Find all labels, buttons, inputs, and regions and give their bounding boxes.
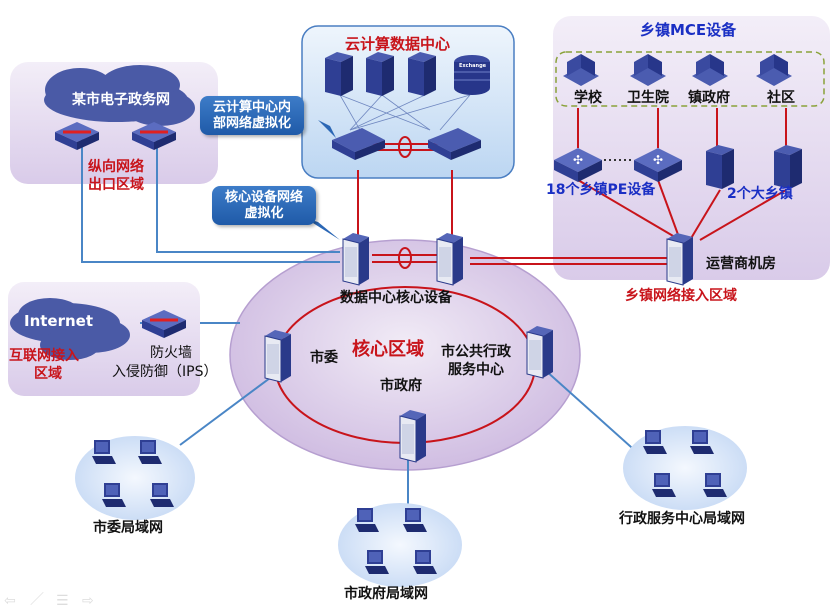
egov-cloud-label: 某市电子政务网 — [72, 92, 170, 108]
node-committee-label: 市委 — [310, 350, 338, 366]
big-town-label: 2个大乡镇 — [727, 186, 793, 202]
dc-core-device-2 — [436, 232, 464, 286]
datacenter-title: 云计算数据中心 — [345, 35, 451, 53]
government-device — [399, 409, 427, 463]
cloud-virtualization-callout: 云计算中心内 部网络虚拟化 — [200, 96, 304, 136]
callout-pointer-1 — [318, 120, 336, 138]
red-links — [357, 108, 787, 269]
exchange-db — [454, 55, 490, 95]
callout-text: 核心设备网络 — [224, 190, 303, 205]
node-government-label: 市政府 — [380, 378, 422, 394]
township-region-label: 乡镇网络接入区域 — [625, 288, 737, 304]
site-school: 学校 — [574, 90, 602, 106]
callout-pointer-2 — [305, 218, 340, 240]
prev-arrow-icon[interactable]: ⇦ — [4, 593, 16, 609]
township-region — [553, 16, 830, 280]
node-service-label-2: 服务中心 — [448, 362, 504, 378]
egov-region-label-2: 出口区域 — [88, 177, 144, 193]
dc-server-2 — [366, 52, 394, 96]
big-town-device-1 — [706, 145, 734, 189]
lan-service-label: 行政服务中心局域网 — [619, 511, 745, 527]
internet-region-label-2: 区域 — [34, 366, 62, 382]
core-zone-label: 核心区域 — [352, 339, 424, 360]
internet-region-label-1: 互联网接入 — [9, 348, 79, 364]
egov-region-label-1: 纵向网络 — [88, 159, 144, 175]
site-hospital: 卫生院 — [627, 90, 669, 106]
core-ellipse — [229, 239, 581, 471]
egov-cloud — [44, 65, 195, 126]
exchange-label: Exchange — [459, 63, 487, 69]
pen-icon[interactable]: ／ — [30, 592, 44, 608]
dc-core-device-1 — [342, 232, 370, 286]
callout-text: 部网络虚拟化 — [212, 115, 291, 131]
internet-cloud — [10, 298, 130, 360]
mce-title: 乡镇MCE设备 — [640, 21, 737, 39]
big-town-device-2 — [774, 145, 802, 189]
committee-device — [264, 329, 292, 383]
dc-server-1 — [325, 52, 353, 96]
dc-switch-2 — [428, 128, 481, 160]
pe-label: 18个乡镇PE设备 — [546, 182, 656, 198]
lan-government-label: 市政府局域网 — [344, 586, 428, 602]
dc-mesh — [339, 94, 471, 131]
site-community: 社区 — [767, 90, 795, 106]
service-center-device — [526, 325, 554, 379]
firewall-label-1: 防火墙 — [150, 345, 192, 361]
callout-text: 云计算中心内 — [212, 100, 291, 115]
blue-links — [81, 136, 641, 510]
core-virtualization-callout: 核心设备网络 虚拟化 — [212, 186, 316, 226]
carrier-label: 运营商机房 — [706, 256, 776, 272]
dc-switch-1 — [332, 128, 385, 160]
mce-dashed-group — [555, 51, 825, 107]
next-arrow-icon[interactable]: ⇨ — [82, 593, 94, 609]
lan-committee-label: 市委局域网 — [93, 520, 163, 536]
dc-core-label: 数据中心核心设备 — [340, 290, 452, 306]
firewall-label-2: 入侵防御（IPS） — [112, 364, 218, 380]
callout-text: 虚拟化 — [244, 205, 284, 221]
internet-cloud-label: Internet — [24, 312, 94, 330]
site-town-gov: 镇政府 — [688, 90, 730, 106]
node-service-label-1: 市公共行政 — [441, 344, 511, 360]
menu-icon[interactable]: ☰ — [56, 593, 69, 609]
carrier-device — [666, 232, 694, 286]
dc-server-3 — [408, 52, 436, 96]
